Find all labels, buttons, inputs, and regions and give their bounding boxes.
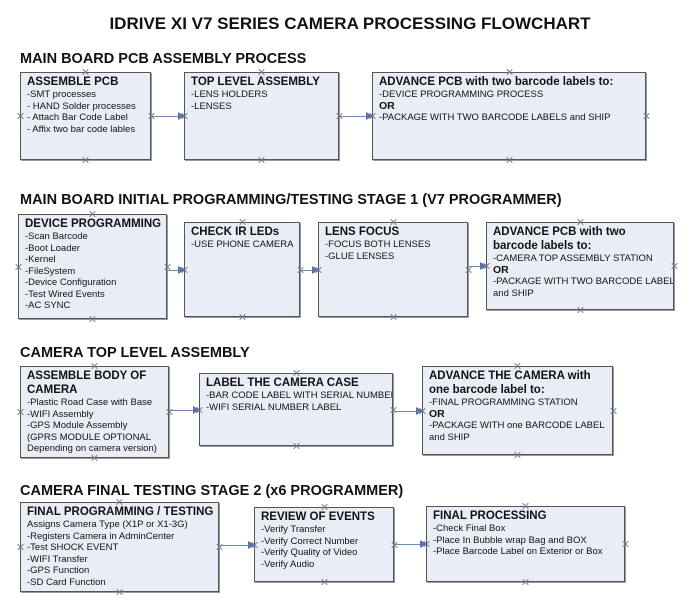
process-step: -FOCUS BOTH LENSES xyxy=(325,239,431,250)
process-box: ADVANCE PCB with two barcode labels to:-… xyxy=(486,222,674,310)
process-step: -AC SYNC xyxy=(25,300,71,311)
process-step: -SD Card Function xyxy=(27,576,106,588)
process-step: -Test SHOCK EVENT xyxy=(27,542,119,553)
process-step: - Affix two bar code lables xyxy=(27,123,136,135)
process-step: -USE PHONE CAMERA xyxy=(191,239,294,250)
process-step: -Place In Bubble wrap Bag and BOX xyxy=(433,534,587,546)
process-box: DEVICE PROGRAMMING-Scan Barcode-Boot Loa… xyxy=(18,214,167,319)
process-step: -Device Configuration xyxy=(25,277,117,288)
flow-arrow xyxy=(220,540,255,549)
flow-arrow xyxy=(170,405,200,414)
process-step: (GPRS MODULE OPTIONAL xyxy=(27,431,152,443)
process-box-heading: ASSEMBLE PCB xyxy=(27,76,119,88)
process-step: - HAND Solder processes xyxy=(27,100,136,112)
process-box: ADVANCE PCB with two barcode labels to:-… xyxy=(372,72,646,160)
process-box-heading: FINAL PROCESSING xyxy=(433,510,547,522)
flow-arrow xyxy=(394,406,423,415)
flow-arrow xyxy=(395,540,427,548)
process-box: ASSEMBLE BODY OF CAMERA-Plastic Road Cas… xyxy=(20,366,169,458)
process-step: -Verify Transfer xyxy=(261,524,326,535)
section-heading: MAIN BOARD PCB ASSEMBLY PROCESS xyxy=(20,51,307,67)
process-box-heading: TOP LEVEL ASSEMBLY xyxy=(191,76,320,88)
process-step: -SMT processes xyxy=(27,89,96,100)
section-heading: MAIN BOARD INITIAL PROGRAMMING/TESTING S… xyxy=(20,192,562,208)
process-box: FINAL PROCESSING -Check Final Box-Place … xyxy=(426,506,625,582)
process-step: and SHIP xyxy=(429,431,470,443)
process-box-heading: DEVICE PROGRAMMING xyxy=(25,218,162,230)
process-step: and SHIP xyxy=(493,287,534,299)
process-box: REVIEW OF EVENTS-Verify Transfer-Verify … xyxy=(254,507,394,582)
process-step: -PACKAGE WITH one BARCODE LABEL xyxy=(429,420,605,431)
process-box-heading: REVIEW OF EVENTS xyxy=(261,511,375,523)
process-box: CHECK IR LEDs-USE PHONE CAMERA xyxy=(184,222,300,317)
process-step: OR xyxy=(429,407,445,420)
process-step: -Verify Correct Number xyxy=(261,535,359,547)
process-step: Depending on camera version) xyxy=(27,443,157,454)
flow-arrow xyxy=(301,265,319,274)
process-step: -Plastic Road Case with Base xyxy=(27,397,153,408)
process-step: -LENS HOLDERS xyxy=(191,89,268,100)
process-box-heading: ADVANCE THE CAMERA with one barcode labe… xyxy=(429,370,591,396)
process-step: -LENSES xyxy=(191,100,232,112)
process-step: -GLUE LENSES xyxy=(325,250,395,262)
process-step: -BAR CODE LABEL WITH SERIAL NUMBER xyxy=(206,390,393,401)
page-title: IDRIVE XI V7 SERIES CAMERA PROCESSING FL… xyxy=(109,14,591,33)
process-step: -Verify Audio xyxy=(261,558,315,570)
process-step: OR xyxy=(493,263,509,276)
flow-arrow xyxy=(469,262,487,270)
process-step: -Boot Loader xyxy=(25,242,80,254)
process-step: -GPS Module Assembly xyxy=(27,420,128,431)
process-step: -FileSystem xyxy=(25,265,76,277)
process-box-heading: FINAL PROGRAMMING / TESTING xyxy=(27,506,214,518)
process-step: -CAMERA TOP ASSEMBLY STATION xyxy=(493,253,653,264)
process-box: ADVANCE THE CAMERA with one barcode labe… xyxy=(422,366,613,455)
process-step: -GPS Function xyxy=(27,565,90,576)
process-step: -WIFI Assembly xyxy=(27,408,94,420)
process-step: -WIFI SERIAL NUMBER LABEL xyxy=(206,401,342,413)
process-step: -PACKAGE WITH TWO BARCODE LABELS and SHI… xyxy=(379,112,611,123)
process-step: -DEVICE PROGRAMMING PROCESS xyxy=(379,89,544,100)
process-step: -Test Wired Events xyxy=(25,288,105,300)
process-step: OR xyxy=(379,99,395,112)
process-step: -Scan Barcode xyxy=(25,231,88,242)
process-step: - Attach Bar Code Label xyxy=(27,112,128,123)
process-box-heading: ADVANCE PCB with two barcode labels to: xyxy=(379,76,614,88)
section-heading: CAMERA FINAL TESTING STAGE 2 (x6 PROGRAM… xyxy=(20,483,404,499)
process-step: -Registers Camera in AdminCenter xyxy=(27,530,175,542)
process-box: ASSEMBLE PCB -SMT processes- HAND Solder… xyxy=(20,72,151,160)
process-step: -WIFI Transfer xyxy=(27,553,88,565)
flow-arrow xyxy=(168,265,185,274)
flow-arrow xyxy=(152,112,185,120)
flow-arrow xyxy=(340,112,373,120)
section-heading: CAMERA TOP LEVEL ASSEMBLY xyxy=(20,345,250,361)
process-box: LABEL THE CAMERA CASE-BAR CODE LABEL WIT… xyxy=(199,373,393,446)
process-box: TOP LEVEL ASSEMBLY-LENS HOLDERS-LENSES xyxy=(184,72,339,160)
process-step: Assigns Camera Type (X1P or X1-3G) xyxy=(27,519,188,530)
process-step: -Place Barcode Label on Exterior or Box xyxy=(433,546,603,557)
process-box: LENS FOCUS-FOCUS BOTH LENSES-GLUE LENSES xyxy=(318,222,468,317)
process-box-heading: ASSEMBLE BODY OF CAMERA xyxy=(27,370,147,396)
process-box-heading: LABEL THE CAMERA CASE xyxy=(206,377,359,389)
process-step: -Verify Quality of Video xyxy=(261,547,358,558)
process-step: -Kernel xyxy=(25,254,56,265)
process-box-heading: LENS FOCUS xyxy=(325,226,400,238)
process-step: -FINAL PROGRAMMING STATION xyxy=(429,397,578,408)
process-step: -PACKAGE WITH TWO BARCODE LABELS xyxy=(493,276,674,287)
process-step: -Check Final Box xyxy=(433,523,506,534)
process-box-heading: CHECK IR LEDs xyxy=(191,226,280,238)
process-box-heading: ADVANCE PCB with two barcode labels to: xyxy=(493,226,626,252)
